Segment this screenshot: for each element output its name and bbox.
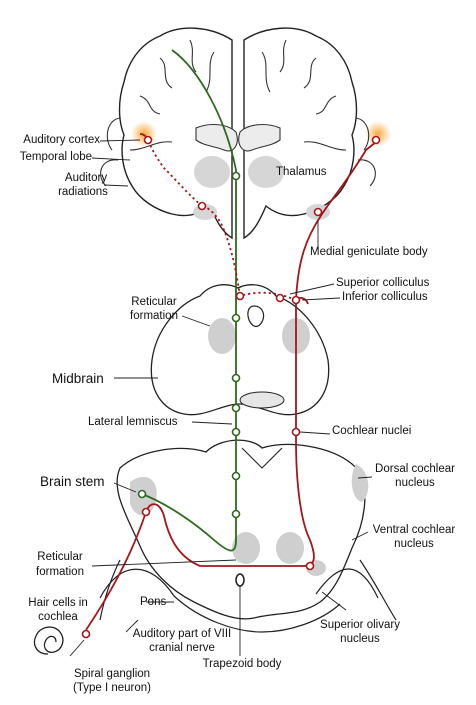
label-hair-cells-line2: cochlea [38, 611, 78, 623]
label-reticular-formation-lower-line1: Reticular [37, 551, 83, 563]
cochlea [33, 626, 64, 655]
left-temporal-sulci [100, 117, 121, 187]
label-hair-cells-line1: Hair cells in [28, 597, 88, 609]
fourth-ventricle [241, 447, 283, 469]
label-auditory-radiations-line1: Auditory [64, 172, 108, 184]
label-auditory-radiations-line2: radiations [58, 186, 108, 198]
label-auditory-nerve-line2: cranial nerve [149, 642, 215, 654]
label-superior-olivary-line2: nucleus [340, 633, 380, 645]
label-superior-colliculus: Superior colliculus [336, 277, 430, 289]
label-pons: Pons [140, 596, 167, 608]
brain-stem-outer-curves [99, 559, 397, 633]
left-auditory-cortex-glow [131, 121, 157, 147]
synapses [81, 135, 381, 639]
label-spiral-ganglion-line1: Spiral ganglion [73, 668, 151, 680]
label-trapezoid-body: Trapezoid body [202, 658, 282, 670]
brain-stem-section [116, 439, 366, 620]
label-superior-olivary-line1: Superior olivary [320, 619, 400, 631]
label-reticular-formation-lower-line2: formation [36, 566, 84, 578]
label-inferior-colliculus: Inferior colliculus [342, 291, 428, 303]
label-auditory-nerve-line1: Auditory part of VIII [132, 628, 232, 640]
label-reticular-formation-upper-line1: Reticular [131, 296, 177, 308]
leader-lines [69, 139, 373, 657]
brain-stem-gray [130, 464, 369, 576]
ventricles [195, 123, 281, 152]
midbrain-basis [239, 391, 285, 409]
label-cochlear-nuclei: Cochlear nuclei [332, 425, 412, 437]
label-midbrain: Midbrain [52, 371, 104, 386]
label-brain-stem: Brain stem [40, 474, 105, 489]
right-temporal-sulci [355, 117, 376, 187]
label-medial-geniculate-body: Medial geniculate body [310, 246, 428, 258]
label-dorsal-cochlear-nucleus-line1: Dorsal cochlear [375, 463, 455, 475]
right-auditory-cortex-glow [365, 121, 391, 147]
green-pathway [141, 49, 237, 552]
label-spiral-ganglion-line2: (Type I neuron) [73, 682, 151, 694]
label-ventral-cochlear-nucleus-line2: nucleus [394, 538, 434, 550]
label-reticular-formation-upper-line2: formation [130, 310, 178, 322]
label-ventral-cochlear-nucleus-line1: Ventral cochlear [372, 524, 456, 536]
label-lateral-lemniscus: Lateral lemniscus [88, 416, 178, 428]
cerebral-aqueduct [247, 305, 265, 328]
label-thalamus: Thalamus [276, 166, 327, 178]
label-auditory-cortex: Auditory cortex [23, 134, 100, 146]
label-dorsal-cochlear-nucleus-line2: nucleus [395, 477, 435, 489]
label-temporal-lobe: Temporal lobe [19, 151, 92, 163]
